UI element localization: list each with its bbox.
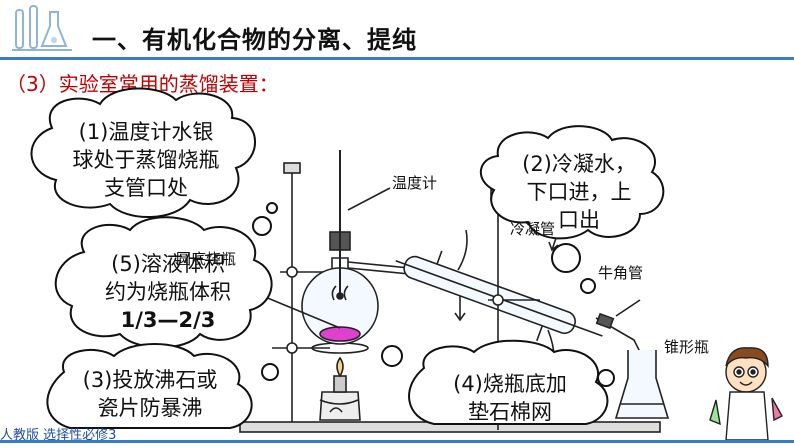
- cloud-1-line-1: (1)温度计水银: [78, 120, 214, 144]
- title-divider: [0, 57, 794, 60]
- cloud-4-text: (3)投放沸石或 瓷片防暴沸: [62, 366, 238, 422]
- cloud-5-text: (4)烧瓶底加 垫石棉网: [430, 370, 590, 426]
- cloud-2-text: (2)冷凝水， 下口进，上 口出: [506, 150, 652, 234]
- cloud-3-text: (5)溶液体积 约为烧瓶体积 1/3—2/3: [80, 250, 256, 334]
- cloud-4-line-2: 瓷片防暴沸: [97, 396, 203, 420]
- thought-cloud-4: [46, 343, 253, 429]
- conical-flask-label: 锥形瓶: [664, 338, 710, 356]
- cloud-2-line-3: 口出: [558, 208, 600, 232]
- thought-cloud-5: [408, 339, 609, 425]
- cloud-1-line-2: 球处于蒸馏烧瓶: [72, 148, 220, 172]
- cloud-5-line-2: 垫石棉网: [468, 400, 552, 424]
- thought-cloud-1: [30, 87, 256, 219]
- header-bar: [0, 0, 794, 64]
- thought-cloud-2: [479, 125, 665, 240]
- cloud-1-line-3: 支管口处: [104, 176, 188, 200]
- lab-glassware-logo-icon: [6, 2, 78, 56]
- cloud-4-line-1: (3)投放沸石或: [82, 368, 218, 392]
- cloud-1-text: (1)温度计水银 球处于蒸馏烧瓶 支管口处: [58, 118, 234, 202]
- cloud-2-line-2: 下口进，上: [526, 180, 632, 204]
- cloud-5-line-1: (4)烧瓶底加: [453, 372, 567, 396]
- footer-divider: [0, 440, 794, 443]
- cloud-3-line-3: 1/3—2/3: [120, 308, 216, 332]
- adapter-label: 牛角管: [598, 264, 644, 282]
- cartoon-scientist-icon: [709, 347, 783, 441]
- flask-label: 圆底烧瓶: [176, 250, 237, 268]
- cloud-3-line-2: 约为烧瓶体积: [105, 280, 231, 304]
- thermometer-label: 温度计: [392, 174, 438, 192]
- page-title: 一、有机化合物的分离、提纯: [92, 26, 417, 54]
- thought-cloud-3: [54, 216, 273, 349]
- cloud-2-line-1: (2)冷凝水，: [522, 152, 636, 176]
- cloud-3-line-1: (5)溶液体积: [111, 252, 225, 276]
- footer-text: 人教版 选择性必修3: [0, 428, 117, 443]
- condenser-label: 冷凝管: [510, 220, 556, 238]
